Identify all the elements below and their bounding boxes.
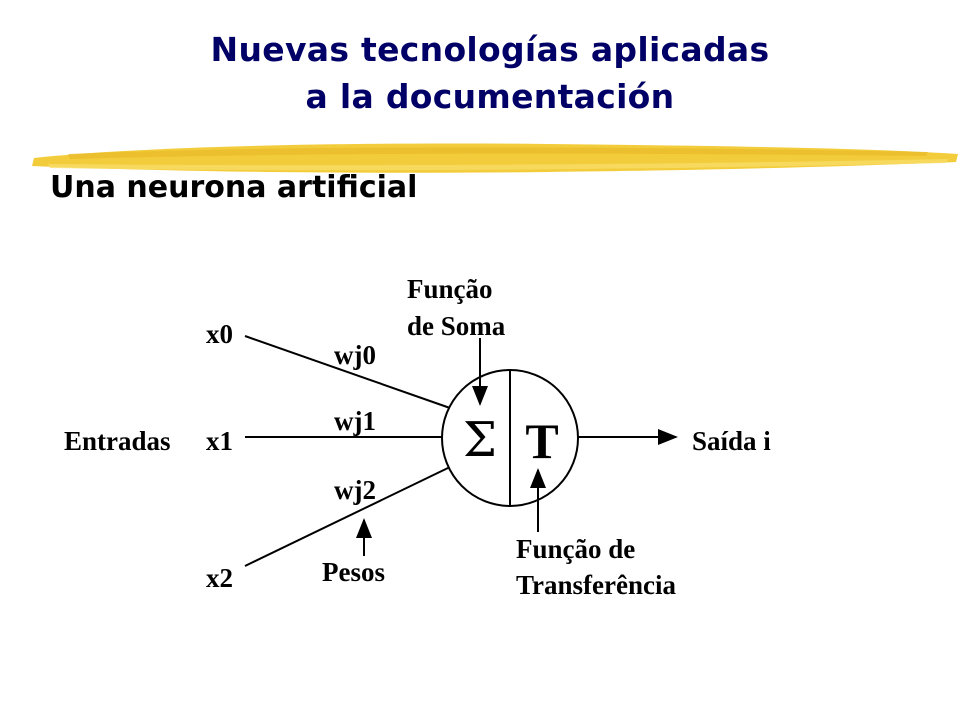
inputs-label: Entradas [64, 426, 171, 456]
summation-function-label-line-2: de Soma [407, 311, 506, 341]
input-x0-label: x0 [206, 319, 233, 349]
input-line-x0 [244, 335, 451, 409]
weight-wj1-label: wj1 [334, 406, 376, 436]
input-line-x2 [244, 466, 451, 567]
input-x2-label: x2 [206, 563, 233, 593]
output-label: Saída i [692, 426, 771, 456]
weight-wj0-label: wj0 [334, 340, 376, 370]
brush-stroke-light [48, 159, 948, 171]
transfer-symbol: T [525, 413, 558, 469]
weights-label: Pesos [322, 557, 385, 587]
slide-title-line-2: a la documentación [305, 77, 675, 116]
input-x1-label: x1 [206, 426, 233, 456]
transfer-function-label-line-2: Transferência [516, 570, 676, 600]
slide-title-line-1: Nuevas tecnologías aplicadas [210, 30, 770, 69]
sigma-symbol: Σ [463, 412, 497, 468]
transfer-function-label-line-1: Função de [516, 534, 635, 564]
summation-function-label-line-1: Função [407, 274, 493, 304]
slide-title: Nuevas tecnologías aplicadas a la docume… [0, 26, 960, 120]
title-underline-brush [32, 143, 958, 173]
brush-stroke-highlight [68, 147, 928, 159]
slide-subtitle: Una neurona artificial [50, 170, 418, 205]
weight-wj2-label: wj2 [334, 475, 376, 505]
